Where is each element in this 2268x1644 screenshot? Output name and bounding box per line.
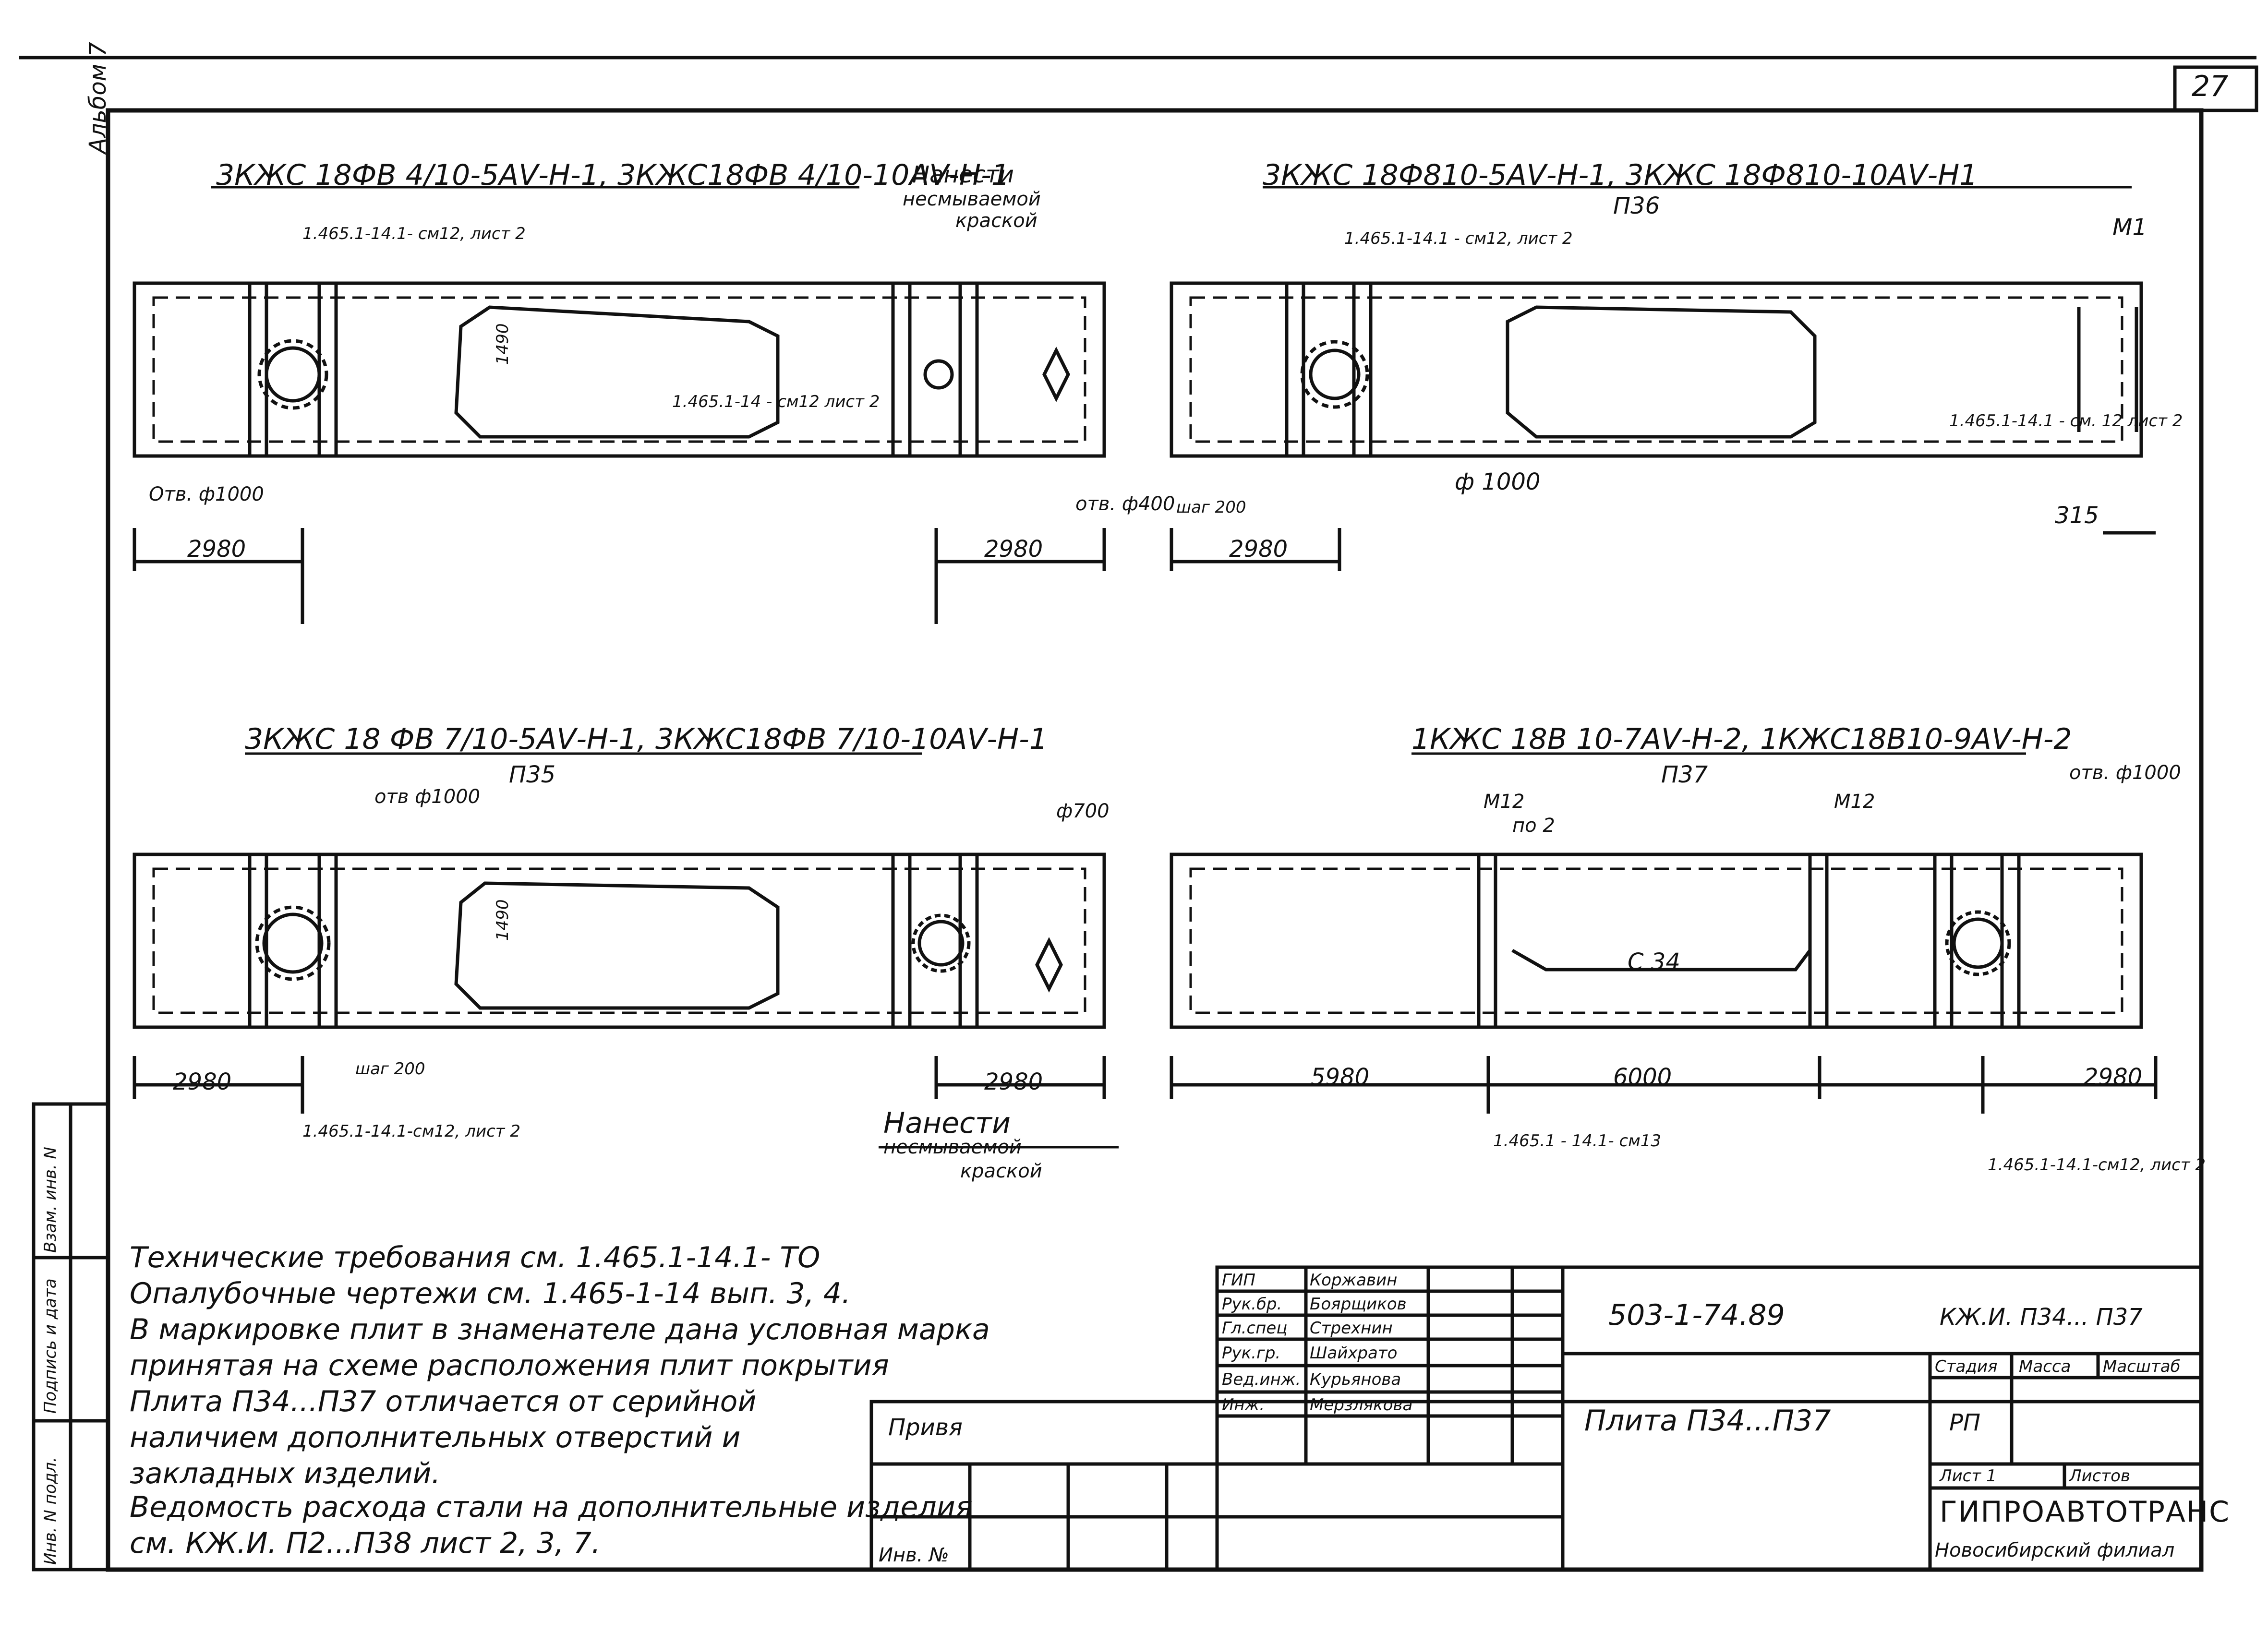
note-line: закладных изделий.	[130, 1457, 441, 1490]
stamp-role: Гл.спец	[1222, 1319, 1288, 1338]
p34-paint-2: несмываемой	[903, 188, 1041, 210]
stamp-role: Вед.инж.	[1222, 1370, 1301, 1389]
p34-dim-right: 2980	[984, 536, 1043, 563]
p37-m-label-right: М12	[1834, 791, 1875, 813]
stamp-name: Стрехнин	[1310, 1319, 1393, 1338]
p37-ref-note-left: 1.465.1 - 14.1- см13	[1493, 1131, 1662, 1151]
p34-hole-note-left: Отв. ф1000	[149, 483, 264, 505]
p37-m-label-left: М12	[1484, 791, 1525, 813]
p36-dim-right: 315	[2055, 502, 2099, 529]
p35-inner-dim: 1490	[493, 899, 512, 941]
p35-paint-3: краской	[960, 1160, 1042, 1182]
stamp-org: ГИПРОАВТОТРАНС	[1940, 1495, 2230, 1529]
p34-title: 3КЖС 18ФВ 4/10-5АⅤ-Н-1, 3КЖС18ФВ 4/10-10…	[216, 158, 1010, 192]
strip-inv-label: Инв. N подл.	[41, 1457, 60, 1565]
stamp-sheet: Лист 1	[1940, 1466, 1997, 1486]
album-label: Альбом 7	[84, 42, 111, 154]
note-line: принятая на схеме расположения плит покр…	[130, 1349, 889, 1382]
p37-c-label: С 34	[1628, 948, 1680, 975]
p35-step-note: шаг 200	[355, 1059, 425, 1079]
stamp-mass-header: Масса	[2019, 1357, 2071, 1376]
p37-title: 1КЖС 18В 10-7АⅤ-Н-2, 1КЖС18В10-9АⅤ-Н-2	[1411, 722, 2072, 756]
stamp-doc-mark: КЖ.И. П34... П37	[1940, 1304, 2143, 1331]
strip-sign-label: Подпись и дата	[41, 1278, 60, 1414]
p35-ref-note: 1.465.1-14.1-см12, лист 2	[302, 1122, 521, 1141]
p35-subtitle: П35	[509, 761, 556, 788]
p35-paint-1: Нанести	[883, 1106, 1011, 1140]
p37-step-label: по 2	[1512, 815, 1555, 837]
stamp-role: Рук.бр.	[1222, 1295, 1282, 1314]
p37-hole-note: отв. ф1000	[2069, 762, 2181, 784]
p37-dim-c: 2980	[2084, 1064, 2143, 1091]
note-line: Ведомость расхода стали на дополнительны…	[130, 1490, 973, 1524]
stamp-inv-label: Инв. №	[879, 1544, 949, 1566]
stamp-stage: РП	[1949, 1409, 1981, 1436]
p36-m-label: М1	[2112, 214, 2147, 241]
p37-subtitle: П37	[1661, 761, 1708, 788]
note-line: Опалубочные чертежи см. 1.465-1-14 вып. …	[130, 1277, 851, 1310]
note-line: см. КЖ.И. П2...П38 лист 2, 3, 7.	[130, 1526, 601, 1560]
stamp-privyaz: Привя	[888, 1414, 963, 1441]
p34-side-ref: 1.465.1-14 - см12 лист 2	[672, 392, 880, 411]
stamp-role: Инж.	[1222, 1395, 1265, 1415]
p36-subtitle: П36	[1613, 192, 1660, 219]
stamp-doc-code: 503-1-74.89	[1608, 1298, 1785, 1332]
p36-step-note: шаг 200	[1176, 498, 1246, 517]
p34-ref-note: 1.465.1-14.1- см12, лист 2	[302, 224, 526, 243]
p35-dim-right: 2980	[984, 1068, 1043, 1095]
p36-hole-note: ф 1000	[1455, 468, 1541, 495]
stamp-role: ГИП	[1222, 1271, 1255, 1290]
p36-title: 3КЖС 18Ф810-5АⅤ-Н-1, 3КЖС 18Ф810-10АⅤ-Н1	[1263, 158, 1978, 192]
strip-replace-label: Взам. инв. N	[41, 1147, 60, 1253]
p37-dim-b: 6000	[1613, 1064, 1672, 1091]
stamp-scale-header: Масштаб	[2103, 1357, 2181, 1376]
p34-paint-3: краской	[955, 210, 1037, 232]
p34-hole-note-right: отв. ф400	[1075, 493, 1175, 515]
stamp-title: Плита П34...П37	[1584, 1404, 1831, 1438]
p36-ref-note: 1.465.1-14.1 - см12, лист 2	[1344, 229, 1573, 248]
stamp-role: Рук.гр.	[1222, 1344, 1281, 1363]
sheet-number: 27	[2192, 70, 2229, 103]
p34-dim-left: 2980	[187, 536, 246, 563]
p37-dim-a: 5980	[1311, 1064, 1370, 1091]
stamp-name: Боярщиков	[1310, 1295, 1407, 1314]
p36-dim-left: 2980	[1229, 536, 1288, 563]
note-line: наличием дополнительных отверстий и	[130, 1421, 741, 1454]
p35-dim-left: 2980	[173, 1068, 232, 1095]
p34-paint-1: Нанести	[912, 161, 1014, 188]
stamp-stage-header: Стадия	[1935, 1357, 1998, 1376]
stamp-name: Курьянова	[1310, 1370, 1401, 1389]
p34-inner-dim: 1490	[493, 323, 512, 365]
p35-hole-note-right: ф700	[1056, 800, 1110, 822]
stamp-name: Мерзлякова	[1310, 1395, 1413, 1415]
stamp-sheets: Листов	[2069, 1466, 2131, 1486]
p35-title: 3КЖС 18 ФВ 7/10-5АⅤ-Н-1, 3КЖС18ФВ 7/10-1…	[245, 722, 1048, 756]
p35-paint-2: несмываемой	[883, 1136, 1022, 1158]
p37-ref-note-right: 1.465.1-14.1-см12, лист 2	[1988, 1155, 2206, 1175]
stamp-name: Коржавин	[1310, 1271, 1398, 1290]
stamp-branch: Новосибирский филиал	[1935, 1539, 2175, 1561]
p35-hole-note: отв ф1000	[374, 786, 481, 808]
note-line: В маркировке плит в знаменателе дана усл…	[130, 1313, 990, 1346]
stamp-name: Шайхрато	[1310, 1344, 1398, 1363]
note-line: Технические требования см. 1.465.1-14.1-…	[130, 1241, 820, 1274]
note-line: Плита П34...П37 отличается от серийной	[130, 1385, 757, 1418]
p36-side-ref: 1.465.1-14.1 - см. 12 лист 2	[1949, 411, 2183, 431]
